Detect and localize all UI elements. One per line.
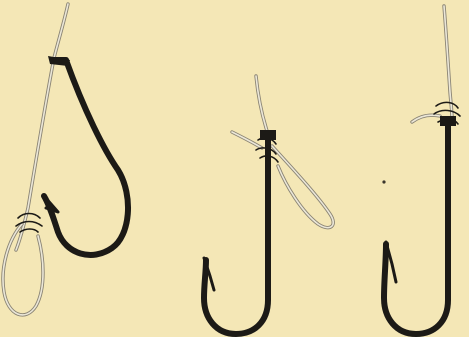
ink-speck [382,180,385,183]
